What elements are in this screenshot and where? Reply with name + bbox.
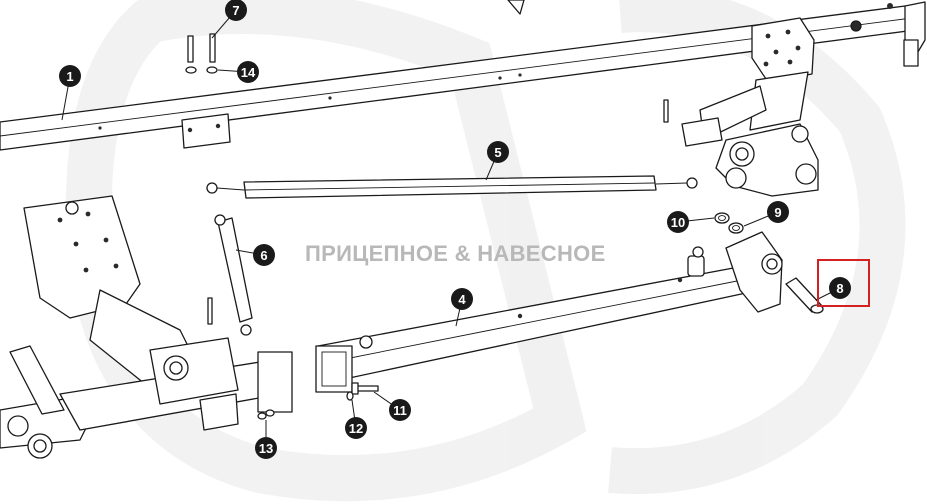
callout-4: 4: [451, 288, 473, 310]
part-14-nuts: [185, 66, 218, 74]
callout-6: 6: [253, 244, 275, 266]
top-right-bolt: [887, 3, 893, 9]
callout-1: 1: [59, 65, 81, 87]
left-lower-assembly: [0, 195, 293, 459]
callout-12-label: 12: [349, 421, 363, 436]
callout-8-label: 8: [836, 281, 843, 296]
callout-14-label: 14: [241, 65, 256, 80]
part-13-nuts: [257, 409, 275, 420]
part-7-pins: [187, 33, 216, 63]
callout-4-label: 4: [458, 292, 466, 307]
part-10-washer: [714, 212, 730, 224]
callout-5: 5: [487, 141, 509, 163]
part-6-strut: [207, 214, 253, 336]
part-12-nut: [346, 391, 354, 401]
callout-7: 7: [225, 0, 247, 21]
highlight-box-part-8: [817, 259, 870, 307]
callout-13-label: 13: [259, 441, 273, 456]
part-9-washer: [728, 222, 744, 234]
part-4-crossbar: [315, 231, 783, 393]
callout-10-label: 10: [671, 215, 685, 230]
callout-8: 8: [829, 277, 851, 299]
callout-7-label: 7: [232, 3, 239, 18]
callout-10: 10: [667, 211, 689, 233]
callout-9: 9: [767, 201, 789, 223]
callout-14: 14: [237, 61, 259, 83]
right-upper-bracket: [663, 17, 819, 197]
top-fragment: [507, 0, 525, 15]
callout-6-label: 6: [260, 248, 267, 263]
callout-12: 12: [345, 417, 367, 439]
callout-1-label: 1: [66, 69, 73, 84]
callout-5-label: 5: [494, 145, 501, 160]
watermark-text: ПРИЦЕПНОЕ & НАВЕСНОЕ: [305, 241, 606, 266]
part-11-bolt: [351, 382, 379, 395]
callout-11: 11: [389, 399, 411, 421]
callout-9-label: 9: [774, 205, 781, 220]
callout-13: 13: [255, 437, 277, 459]
callout-11-label: 11: [393, 403, 407, 418]
part-5-tie-rod: [206, 175, 698, 199]
